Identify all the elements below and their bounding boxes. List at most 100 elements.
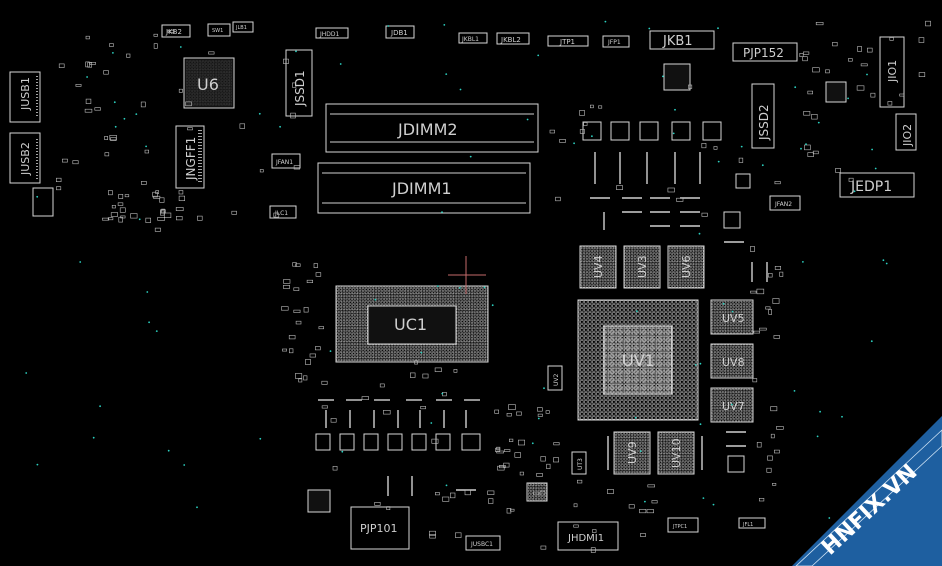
via-dot: [179, 46, 182, 48]
via-dot: [648, 27, 651, 30]
passive-part: [628, 504, 635, 509]
passive-part: [758, 497, 765, 502]
via-dot: [885, 262, 888, 265]
jkbl1-label: JKBL1: [461, 36, 479, 43]
passive-part: [918, 72, 926, 77]
passive-part: [332, 465, 338, 471]
passive-part: [85, 35, 90, 40]
passive-part: [807, 152, 814, 157]
jhdd1-connector: JHDD1: [315, 27, 349, 39]
passive-part: [519, 471, 524, 476]
via-dot: [443, 24, 446, 26]
via-dot: [793, 390, 796, 392]
passive-part: [55, 177, 62, 182]
passive-part: [154, 227, 161, 232]
passive-part: [130, 213, 138, 219]
passive-part: [185, 101, 192, 107]
via-dot: [459, 287, 461, 289]
via-dot: [459, 88, 462, 91]
via-dot: [138, 218, 141, 221]
passive-part: [870, 92, 876, 98]
via-dot: [805, 143, 807, 146]
passive-part: [553, 457, 560, 463]
passive-part: [540, 545, 547, 550]
passive-part: [753, 330, 761, 334]
jio1-label: JIO1: [886, 60, 899, 83]
via-dot: [537, 417, 540, 420]
passive-part: [517, 439, 525, 446]
via-dot: [717, 160, 720, 163]
passive-part: [89, 61, 96, 65]
via-dot: [86, 76, 88, 78]
via-dot: [196, 506, 198, 509]
passive-part: [288, 348, 294, 354]
passive-part: [313, 263, 318, 268]
passive-part: [506, 412, 512, 417]
passive-part: [111, 205, 116, 209]
passive-part: [866, 47, 873, 53]
jusb1-connector: JUSB1: [9, 71, 41, 123]
jlc1-label: JLC1: [274, 210, 288, 217]
passive-part: [153, 43, 158, 49]
jio2-connector: JIO2: [895, 113, 917, 151]
uv8-label: UV8: [722, 356, 745, 369]
passive-part: [281, 306, 289, 311]
passive-part: [306, 279, 314, 284]
passive-part: [292, 262, 297, 267]
jfan1-label: JFAN1: [275, 159, 293, 166]
passive-part: [546, 463, 551, 470]
passive-part: [164, 212, 172, 218]
passive-part: [409, 372, 416, 378]
uv4-vram: UV4: [579, 245, 617, 289]
via-dot: [526, 118, 529, 121]
passive-part: [540, 456, 546, 462]
passive-part: [583, 122, 588, 126]
jtpc1-label: JTPC1: [672, 524, 687, 530]
passive-part: [295, 263, 301, 267]
passive-part: [422, 373, 429, 379]
passive-part: [153, 195, 161, 199]
passive-part: [856, 85, 865, 91]
via-dot: [573, 142, 575, 145]
via-dot: [135, 113, 138, 115]
uv8-vram: UV8: [710, 343, 754, 379]
via-dot: [445, 484, 448, 487]
passive-part: [539, 490, 546, 496]
passive-part: [811, 114, 818, 120]
via-dot: [871, 148, 873, 151]
via-dot: [712, 503, 715, 506]
passive-part: [379, 383, 385, 388]
passive-part: [835, 168, 841, 173]
passive-part: [176, 216, 183, 221]
passive-part: [293, 309, 301, 313]
via-dot: [25, 372, 28, 374]
via-dot: [699, 423, 702, 426]
passive-part: [773, 449, 780, 454]
io-chip: [825, 81, 847, 103]
jio2-label: JIO2: [901, 124, 914, 147]
passive-part: [167, 29, 175, 33]
uv10-label: UV10: [670, 438, 683, 468]
pwr-chip: [307, 489, 331, 513]
gpu-inductors: [607, 431, 746, 470]
via-dot: [702, 497, 705, 499]
passive-part: [330, 418, 337, 423]
passive-part: [514, 452, 521, 458]
uv5-label: UV5: [722, 312, 745, 325]
jusb2-connector: JUSB2: [9, 132, 41, 184]
via-dot: [874, 167, 877, 170]
via-dot: [639, 450, 642, 453]
passive-part: [110, 212, 118, 217]
via-dot: [717, 27, 719, 30]
passive-part: [315, 272, 322, 277]
passive-part: [496, 450, 504, 454]
passive-part: [589, 104, 594, 109]
passive-part: [124, 194, 130, 198]
via-dot: [644, 500, 646, 503]
passive-part: [293, 165, 301, 170]
small-connector: [32, 187, 54, 217]
passive-part: [667, 187, 675, 193]
passive-part: [772, 298, 780, 304]
passive-part: [56, 186, 62, 191]
